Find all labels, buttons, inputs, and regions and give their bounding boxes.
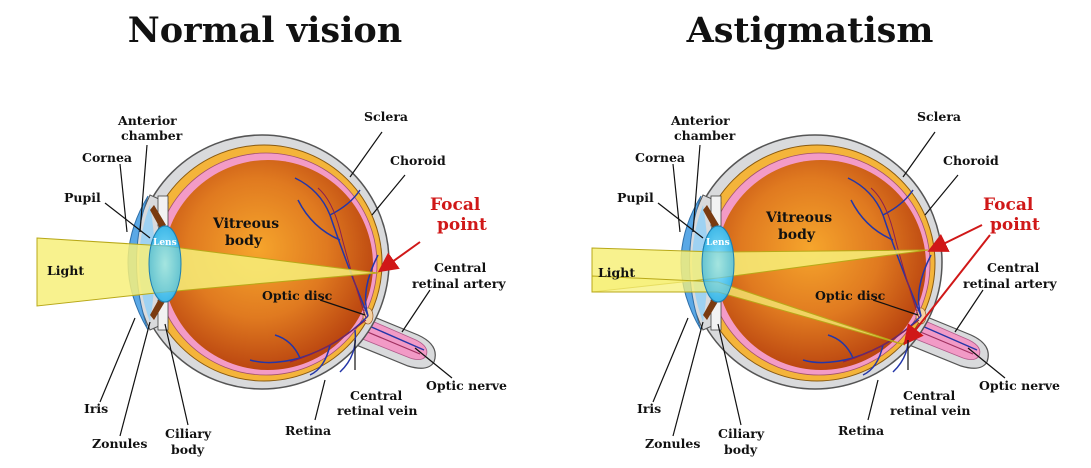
label-optic-nerve: Optic nerve: [979, 378, 1060, 393]
label-light: Light: [598, 265, 635, 280]
label-iris: Iris: [637, 401, 661, 416]
astigmatism-focal-arrow-1: [927, 224, 983, 252]
label-central-vein-2: retinal vein: [337, 403, 417, 418]
label-zonules: Zonules: [645, 436, 700, 451]
label-lens: Lens: [153, 238, 177, 248]
normal-light-beam: [36, 237, 379, 307]
label-vitreous-1: Vitreous: [765, 210, 832, 226]
label-iris: Iris: [84, 401, 108, 416]
astigmatism-title: Astigmatism: [686, 10, 934, 51]
label-optic-disc: Optic disc: [262, 288, 333, 303]
label-anterior-chamber-2: chamber: [121, 128, 183, 143]
label-anterior-chamber-2: chamber: [674, 128, 736, 143]
normal-eye-diagram: Anterior chamber Cornea Pupil Lens Light…: [36, 109, 507, 457]
label-vitreous-2: body: [225, 233, 263, 249]
label-cornea: Cornea: [82, 150, 132, 165]
label-retina: Retina: [285, 423, 331, 438]
label-pupil: Pupil: [64, 190, 101, 205]
label-ciliary-2: body: [171, 442, 205, 457]
label-focal-1: Focal: [430, 195, 481, 215]
label-central-artery-1: Central: [987, 260, 1039, 275]
label-anterior-chamber-1: Anterior: [670, 113, 730, 128]
label-sclera: Sclera: [364, 109, 408, 124]
label-cornea: Cornea: [635, 150, 685, 165]
label-ciliary-2: body: [724, 442, 758, 457]
label-choroid: Choroid: [390, 153, 446, 168]
astigmatism-focal-arrow-2: [903, 234, 991, 346]
label-pupil: Pupil: [617, 190, 654, 205]
astigmatism-eye-diagram: Anterior chamber Cornea Pupil Lens Light…: [591, 109, 1060, 457]
label-central-artery-2: retinal artery: [963, 276, 1057, 291]
label-ciliary-1: Ciliary: [165, 426, 212, 441]
label-ciliary-1: Ciliary: [718, 426, 765, 441]
label-sclera: Sclera: [917, 109, 961, 124]
label-central-artery-2: retinal artery: [412, 276, 506, 291]
astigmatism-light-beam-lower: [591, 275, 906, 346]
label-light: Light: [47, 263, 84, 278]
label-focal-1: Focal: [983, 195, 1034, 215]
label-vitreous-2: body: [778, 227, 816, 243]
label-optic-nerve: Optic nerve: [426, 378, 507, 393]
label-retina: Retina: [838, 423, 884, 438]
label-zonules: Zonules: [92, 436, 147, 451]
normal-vision-title: Normal vision: [127, 10, 403, 51]
label-central-vein-2: retinal vein: [890, 403, 970, 418]
label-lens: Lens: [706, 238, 730, 248]
label-optic-disc: Optic disc: [815, 288, 886, 303]
label-anterior-chamber-1: Anterior: [117, 113, 177, 128]
label-central-artery-1: Central: [434, 260, 486, 275]
label-central-vein-1: Central: [903, 388, 955, 403]
label-focal-2: point: [437, 215, 487, 235]
normal-focal-arrow: [377, 241, 421, 273]
label-choroid: Choroid: [943, 153, 999, 168]
label-focal-2: point: [990, 215, 1040, 235]
label-central-vein-1: Central: [350, 388, 402, 403]
label-vitreous-1: Vitreous: [212, 216, 279, 232]
